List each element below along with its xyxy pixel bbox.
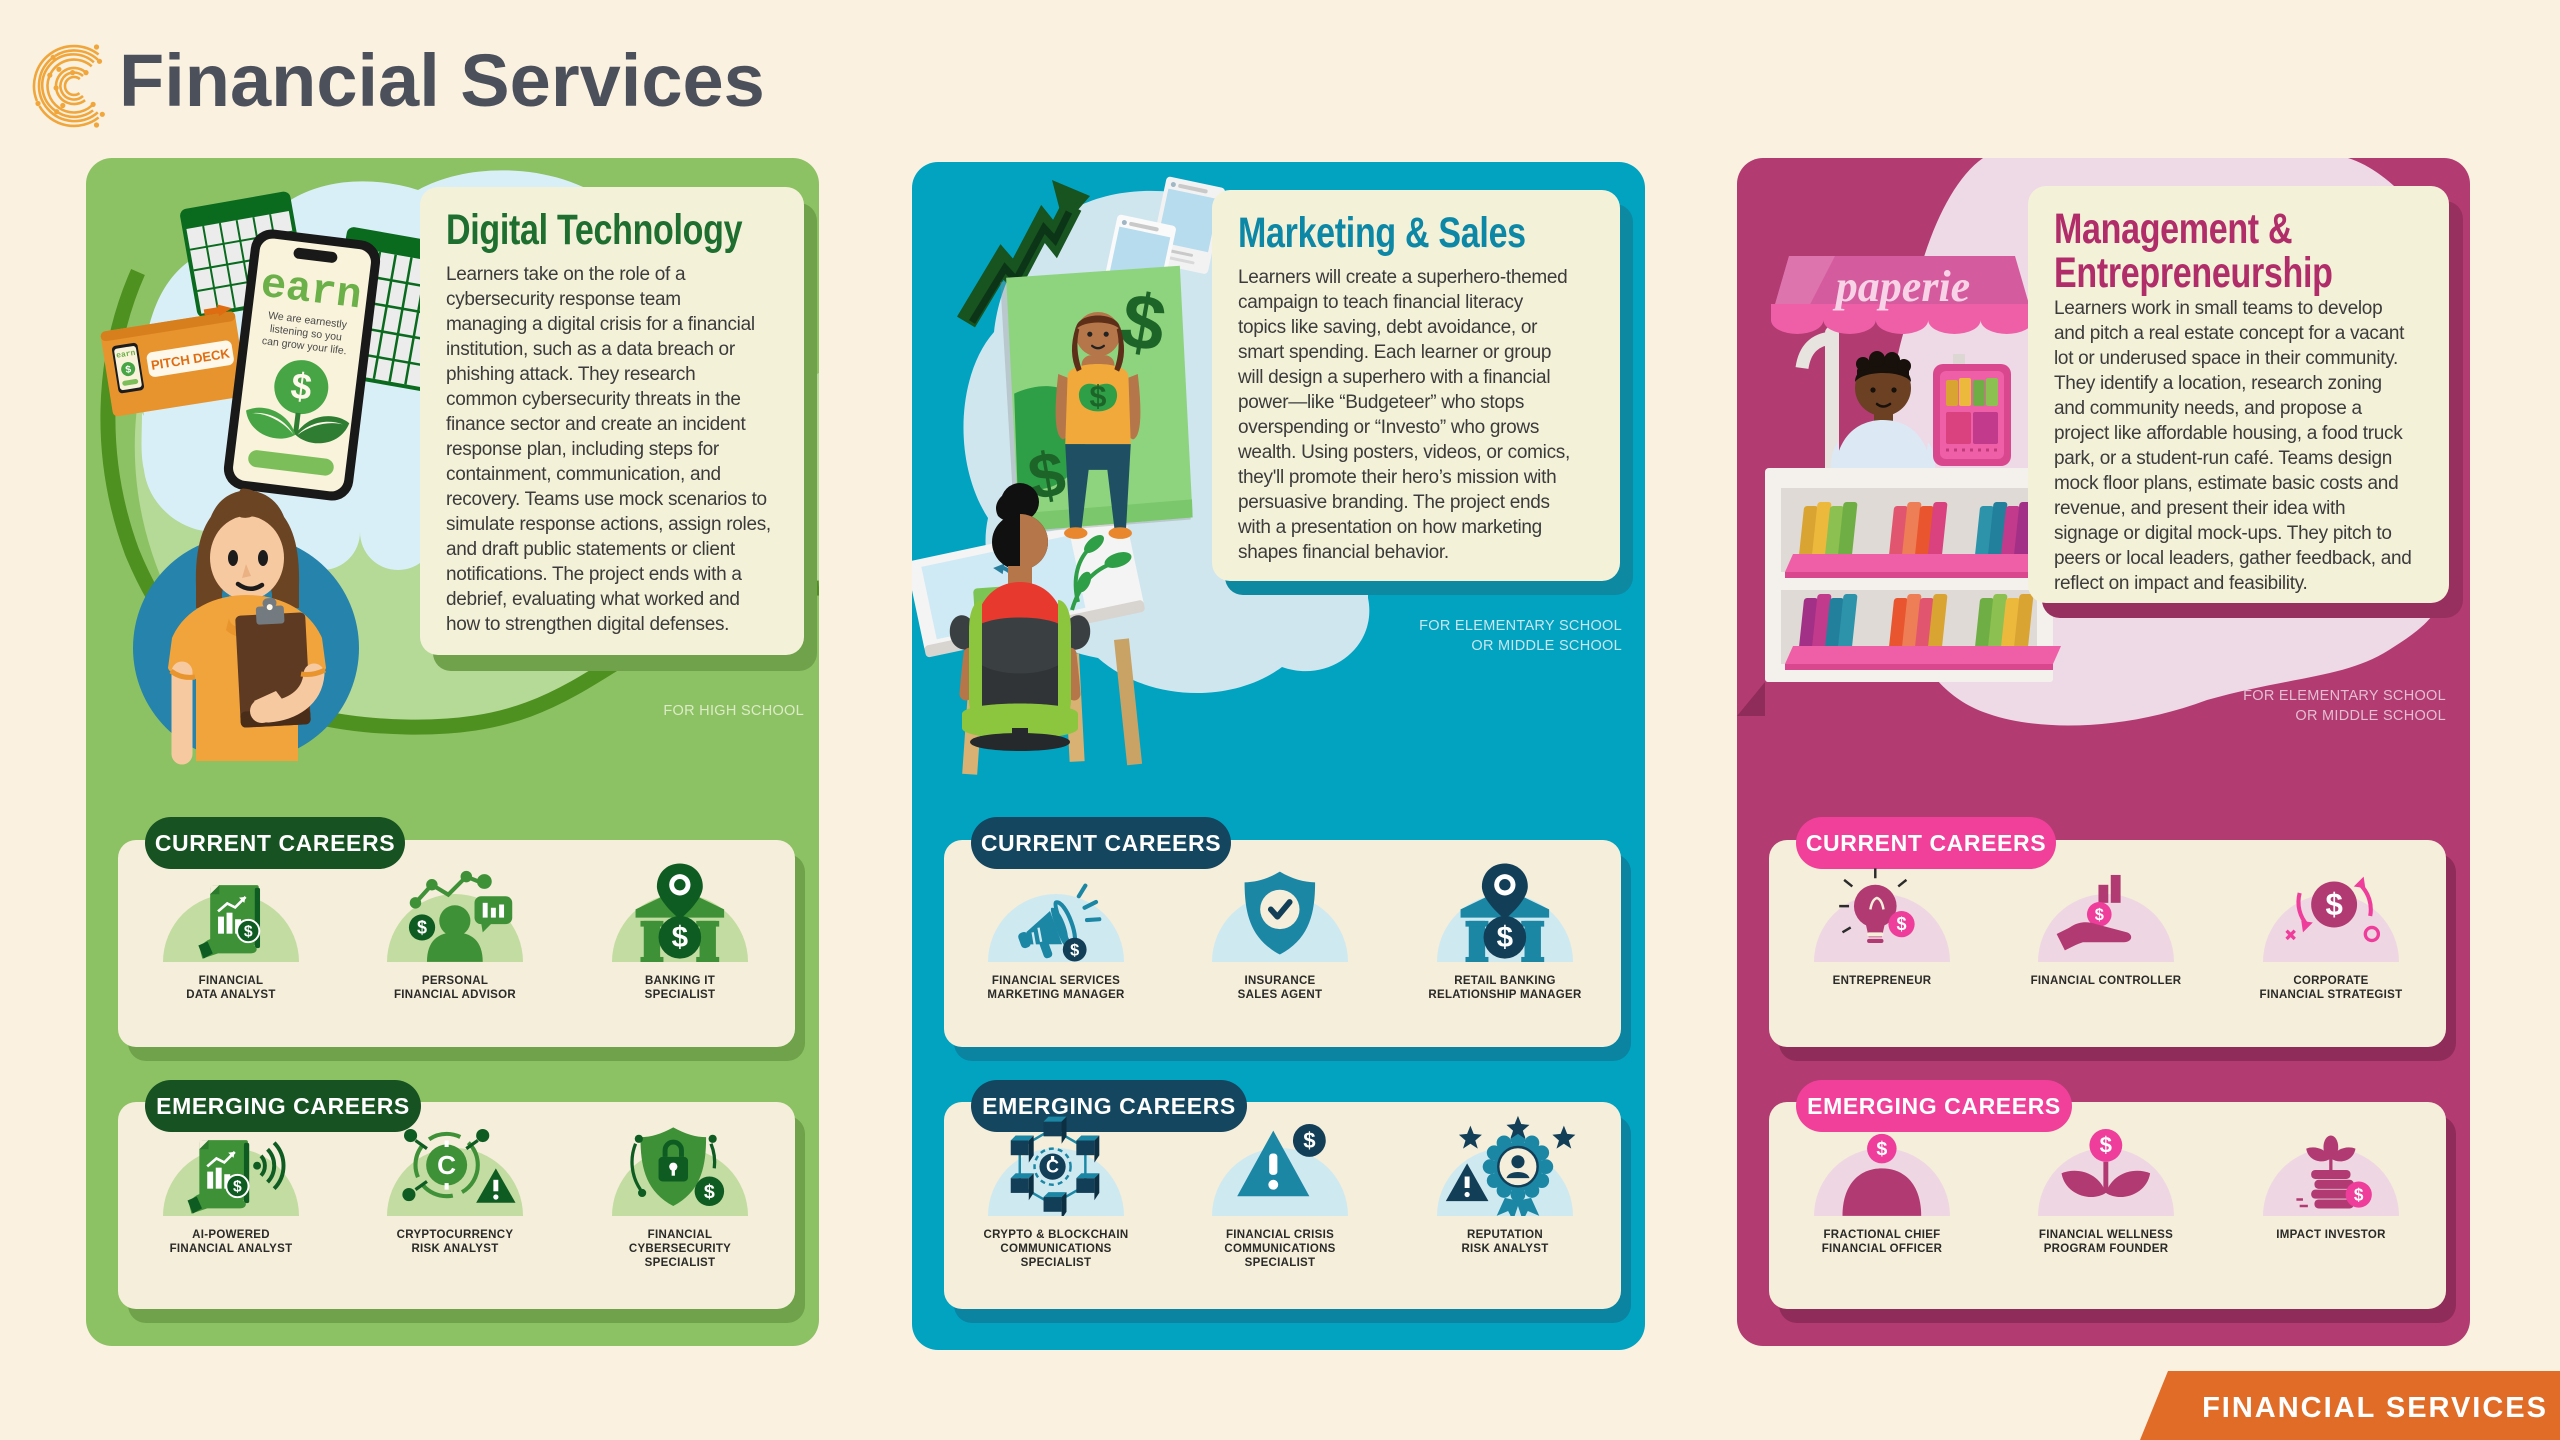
svg-text:C: C (437, 1150, 456, 1180)
svg-text:$: $ (1070, 941, 1079, 959)
svg-text:C: C (1046, 1156, 1059, 1176)
svg-text:$: $ (244, 923, 253, 940)
svg-text:$: $ (1497, 921, 1513, 954)
svg-text:$: $ (417, 918, 427, 938)
svg-text:$: $ (1303, 1128, 1315, 1153)
svg-text:$: $ (233, 1178, 242, 1195)
svg-text:$: $ (1090, 380, 1107, 414)
svg-text:earn: earn (116, 349, 137, 361)
svg-text:$: $ (2095, 906, 2104, 924)
svg-text:$: $ (672, 921, 688, 954)
svg-text:$: $ (1897, 914, 1907, 934)
svg-text:$: $ (125, 364, 133, 376)
svg-text:$: $ (1876, 1138, 1887, 1160)
svg-text:$: $ (2325, 887, 2342, 922)
svg-text:$: $ (2354, 1184, 2364, 1204)
svg-text:paperie: paperie (1832, 262, 1970, 311)
svg-text:$: $ (2100, 1133, 2112, 1158)
svg-text:$: $ (704, 1181, 715, 1203)
